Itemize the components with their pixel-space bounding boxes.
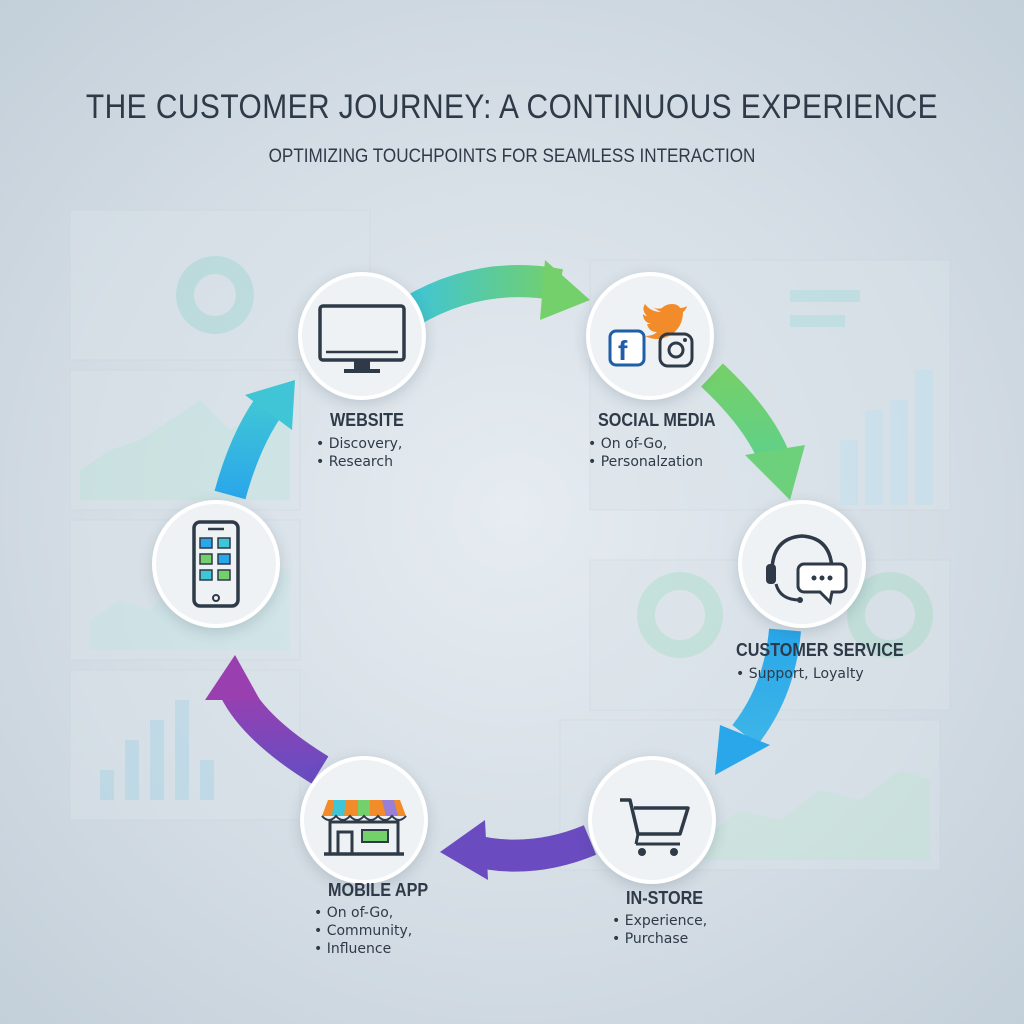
node-social-media-bullet: Personalzation — [588, 453, 703, 471]
node-website-bullet: Discovery, — [316, 435, 403, 453]
node-in-store-bullets: Experience, Purchase — [612, 912, 708, 948]
svg-text:f: f — [618, 335, 628, 366]
node-social-media-label: SOCIAL MEDIA — [598, 410, 716, 430]
storefront-icon — [321, 800, 407, 856]
node-social-media-bullets: On of-Go, Personalzation — [588, 435, 703, 471]
node-mobile-app-bullet: Influence — [314, 940, 412, 958]
arrow-mobile-to-phone-head — [205, 655, 260, 700]
arrow-service-to-instore-head — [715, 725, 770, 775]
arrow-instore-to-mobile-head — [440, 820, 488, 880]
arrow-service-to-instore — [732, 628, 801, 745]
node-customer-service-bullets: Support, Loyalty — [736, 665, 864, 683]
cart-icon — [620, 798, 690, 856]
node-smartphone — [152, 500, 280, 628]
node-website-bullets: Discovery, Research — [316, 435, 403, 471]
node-in-store-bullet: Experience, — [612, 912, 708, 930]
node-social-media-bullet: On of-Go, — [588, 435, 703, 453]
node-customer-service-label: CUSTOMER SERVICE — [736, 640, 904, 660]
smartphone-icon — [192, 520, 240, 608]
node-mobile-app-bullet: Community, — [314, 922, 412, 940]
node-in-store-bullet: Purchase — [612, 930, 707, 948]
arrow-phone-to-website-head — [245, 380, 295, 430]
node-mobile-app-bullet: On of-Go, — [314, 904, 412, 922]
page-title: THE CUSTOMER JOURNEY: A CONTINUOUS EXPER… — [85, 88, 939, 126]
node-website-label: WEBSITE — [330, 410, 404, 430]
node-in-store — [588, 756, 716, 884]
arrow-phone-to-website — [214, 395, 284, 500]
node-website — [298, 272, 426, 400]
arrow-social-to-service — [700, 363, 790, 466]
node-mobile-app — [300, 756, 428, 884]
arrow-website-to-social — [401, 265, 563, 326]
node-mobile-app-label: MOBILE APP — [328, 880, 429, 900]
arrow-social-to-service-head — [745, 445, 805, 500]
social-media-icon: f — [608, 304, 694, 368]
node-website-bullet: Research — [316, 453, 402, 471]
arrow-instore-to-mobile — [466, 825, 597, 872]
page-subtitle: OPTIMIZING TOUCHPOINTS FOR SEAMLESS INTE… — [268, 146, 756, 167]
headset-icon — [766, 534, 848, 606]
node-customer-service-bullet: Support, Loyalty — [736, 665, 864, 683]
node-social-media: f — [586, 272, 714, 400]
arrow-website-to-social-head — [540, 260, 590, 320]
node-customer-service — [738, 500, 866, 628]
monitor-icon — [318, 304, 406, 373]
node-in-store-label: IN-STORE — [626, 888, 704, 908]
arrow-mobile-to-phone — [220, 682, 329, 784]
node-mobile-app-bullets: On of-Go, Community, Influence — [314, 904, 412, 958]
